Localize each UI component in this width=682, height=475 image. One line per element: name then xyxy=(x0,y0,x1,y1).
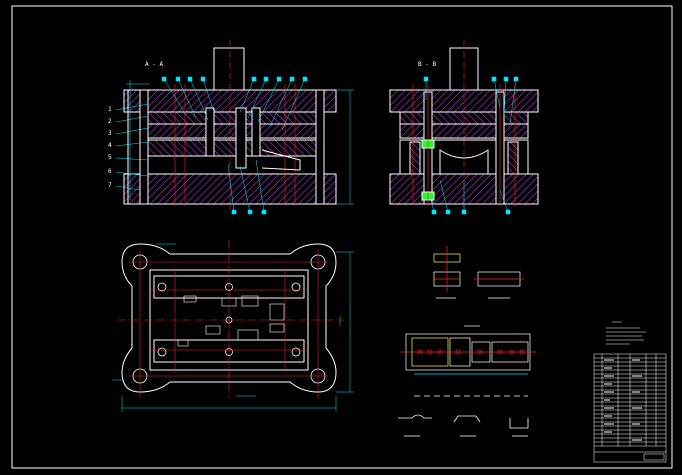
part-detail-small xyxy=(433,246,524,299)
part-number-5: 5 xyxy=(108,154,112,161)
bent-part-profiles xyxy=(398,414,529,437)
title-block-text-marks xyxy=(604,359,642,441)
part-number-2: 2 xyxy=(108,118,112,125)
part-number-4: 4 xyxy=(108,142,112,149)
section-a-view: A - A xyxy=(115,40,354,215)
section-b-title: B - B xyxy=(418,61,436,68)
title-block xyxy=(593,353,667,463)
part-number-6: 6 xyxy=(108,168,112,175)
part-number-1: 1 xyxy=(108,106,112,113)
plan-view xyxy=(112,240,354,412)
strip-layout xyxy=(400,325,536,397)
section-b-view: B - B xyxy=(389,40,539,215)
part-number-3: 3 xyxy=(108,130,112,137)
section-a-title: A - A xyxy=(145,61,163,68)
drawing-border xyxy=(11,5,673,469)
part-number-7: 7 xyxy=(108,182,112,189)
technical-notes xyxy=(606,321,646,345)
